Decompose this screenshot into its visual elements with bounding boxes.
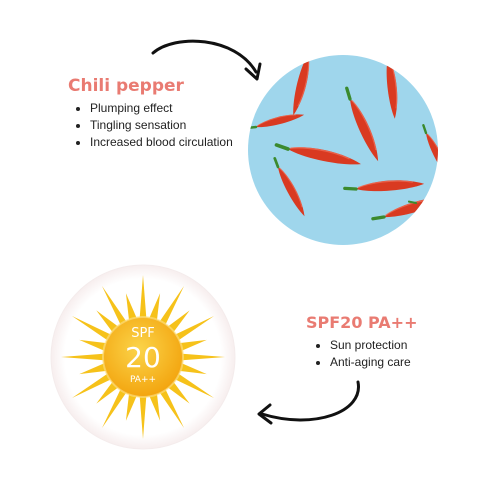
sun-ray (178, 362, 207, 375)
sun-ray (180, 353, 225, 361)
sun-ray (178, 339, 207, 352)
sun-ray (96, 310, 120, 334)
arrow-curve-icon (257, 380, 360, 425)
sun-ray (166, 380, 190, 404)
list-item: Anti-aging care (330, 354, 411, 371)
badge-pa-label: PA++ (130, 375, 156, 385)
list-item: Plumping effect (90, 100, 233, 117)
sun-badge-icon: SPF 20 PA++ (50, 264, 236, 450)
sun-ray (125, 293, 138, 322)
sun-ray (96, 380, 120, 404)
arrow-curve-icon (151, 39, 262, 81)
sun-ray (139, 275, 147, 320)
sun-ray (79, 362, 108, 375)
sun-ray (158, 388, 184, 429)
chili-benefits-list: Plumping effect Tingling sensation Incre… (72, 100, 233, 151)
sun-ray (125, 392, 138, 421)
sun-ray (148, 392, 161, 421)
sun-ray (102, 285, 128, 326)
list-item: Tingling sensation (90, 117, 233, 134)
sun-ray (174, 316, 215, 342)
sun-ray (148, 293, 161, 322)
sun-ray (139, 394, 147, 439)
sun-ray (102, 388, 128, 429)
list-item: Sun protection (330, 337, 411, 354)
badge-spf-label: SPF (131, 326, 155, 341)
sun-ray (166, 310, 190, 334)
sun-ray (71, 316, 112, 342)
sun-ray (61, 353, 106, 361)
sun-ray (174, 372, 215, 398)
list-item: Increased blood circulation (90, 134, 233, 151)
sun-ray (79, 339, 108, 352)
chili-pepper-title: Chili pepper (68, 76, 184, 96)
chili-photo (248, 55, 438, 245)
sun-ray (158, 285, 184, 326)
spf-benefits-list: Sun protection Anti-aging care (312, 337, 411, 371)
badge-spf-number: 20 (125, 341, 161, 374)
sun-ray (71, 372, 112, 398)
spf-title: SPF20 PA++ (306, 313, 418, 332)
